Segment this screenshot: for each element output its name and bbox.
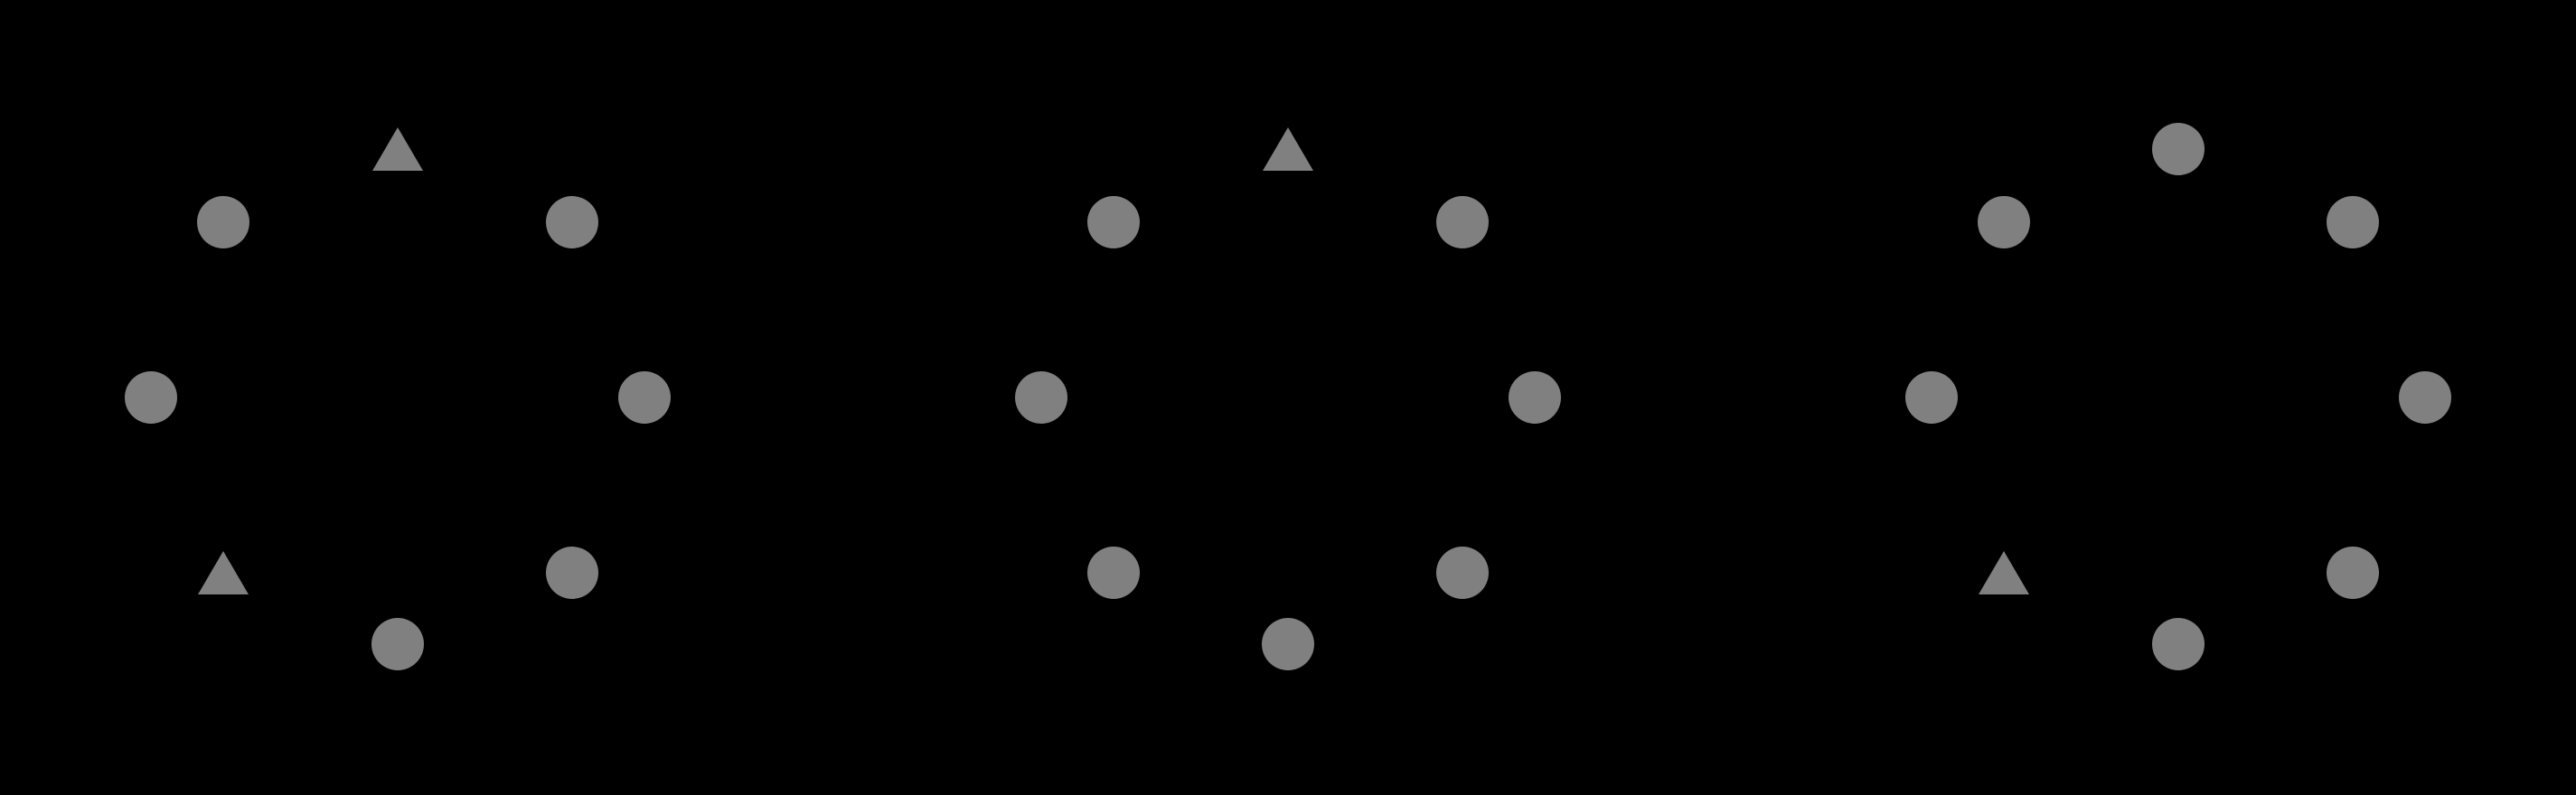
circle-marker-left	[1905, 371, 1958, 424]
circle-marker-lower-right	[546, 547, 598, 599]
panel-3	[1905, 123, 2451, 670]
circle-marker-upper-right	[546, 196, 598, 248]
triangle-marker-top	[372, 127, 423, 171]
panels-group	[125, 123, 2451, 670]
triangle-marker-lower-left	[1979, 551, 2029, 594]
triangle-marker-lower-left	[198, 551, 249, 594]
panel-2	[1015, 127, 1561, 670]
circle-marker-lower-right	[2327, 547, 2379, 599]
circle-marker-right	[618, 371, 671, 424]
circle-marker-upper-left	[197, 196, 249, 248]
circle-marker-lower-right	[1436, 547, 1489, 599]
circle-marker-bottom	[371, 618, 424, 670]
circle-marker-bottom	[1262, 618, 1314, 670]
circle-marker-bottom	[2152, 618, 2205, 670]
circle-marker-left	[1015, 371, 1067, 424]
circle-marker-left	[125, 371, 177, 424]
circle-marker-upper-right	[2327, 196, 2379, 248]
triangle-marker-top	[1263, 127, 1313, 171]
circle-marker-upper-right	[1436, 196, 1489, 248]
circle-marker-lower-left	[1087, 547, 1140, 599]
circle-marker-right	[1509, 371, 1561, 424]
circle-marker-top	[2152, 123, 2205, 175]
panel-1	[125, 127, 671, 670]
circle-marker-upper-left	[1978, 196, 2030, 248]
circle-marker-upper-left	[1087, 196, 1140, 248]
circle-marker-right	[2399, 371, 2451, 424]
